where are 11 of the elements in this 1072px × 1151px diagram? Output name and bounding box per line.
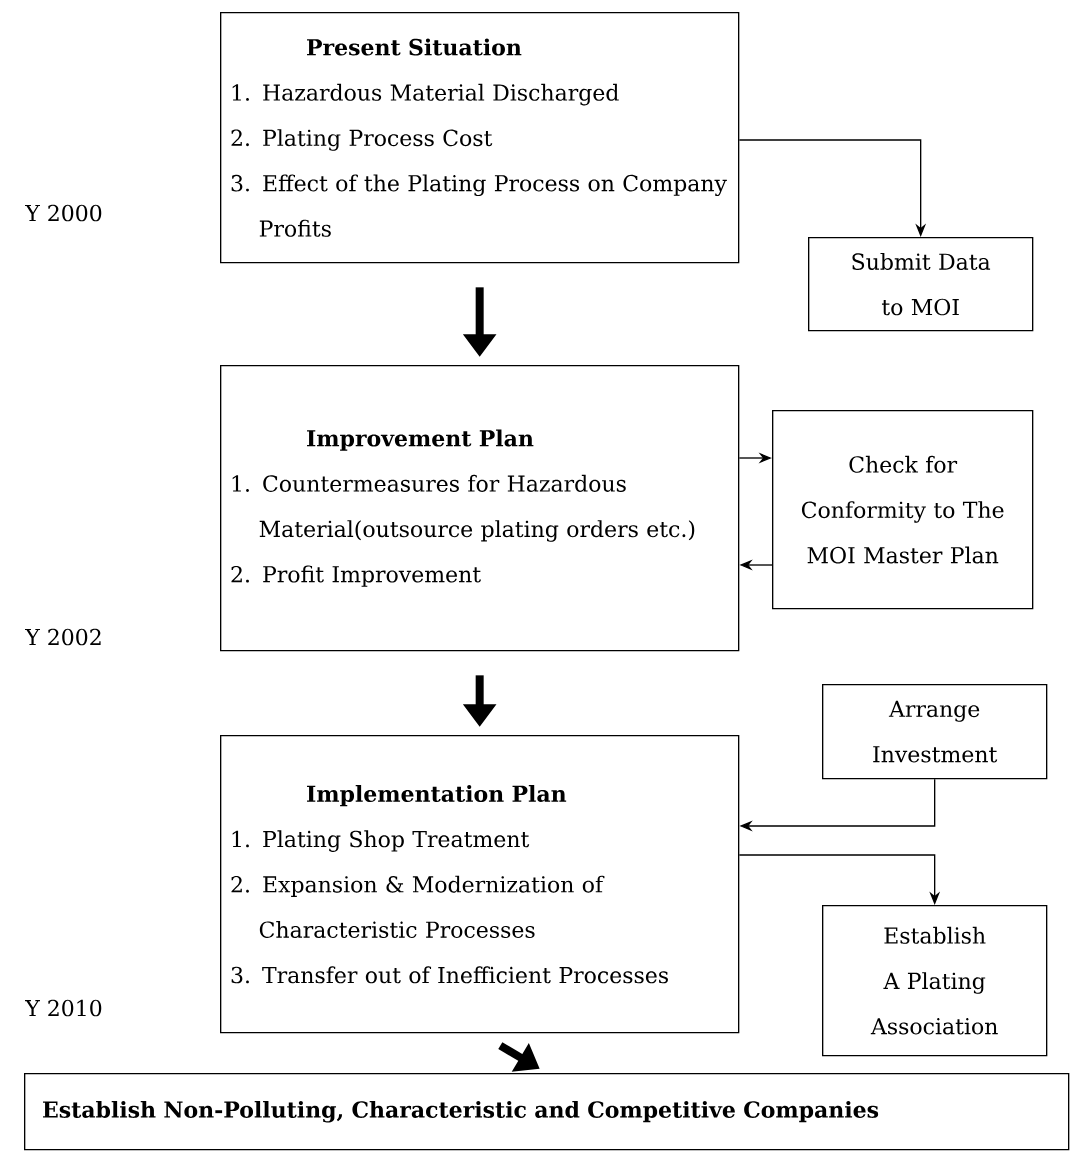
year-label: Y 2010 <box>25 999 102 1017</box>
action-box: Submit Data to MOI <box>808 237 1034 332</box>
process-box: Improvement Plan 1. Countermeasures for Hazardous Material(outsource plating orders etc.) 2. Profit Improvement <box>220 365 740 652</box>
process-box: Present Situation 1. Hazardous Material Discharged 2. Plating Process Cost 3. Effect of the Plating Process on Company Profits <box>220 12 740 264</box>
year-label: Y 2000 <box>25 204 102 222</box>
action-box: Establish A Plating Association <box>822 905 1048 1057</box>
year-label: Y 2002 <box>25 628 101 646</box>
action-box: Check for Conformity to The MOI Master Plan <box>772 410 1034 610</box>
goal-box: Establish Non-Polluting, Characteristic and Competitive Companies <box>24 1073 1070 1151</box>
process-box: Implementation Plan 1. Plating Shop Treatment 2. Expansion & Modernization of Characteristic Processes 3. Transfer out of Inefficient Processes <box>220 735 740 1034</box>
action-box: Arrange Investment <box>822 684 1048 780</box>
